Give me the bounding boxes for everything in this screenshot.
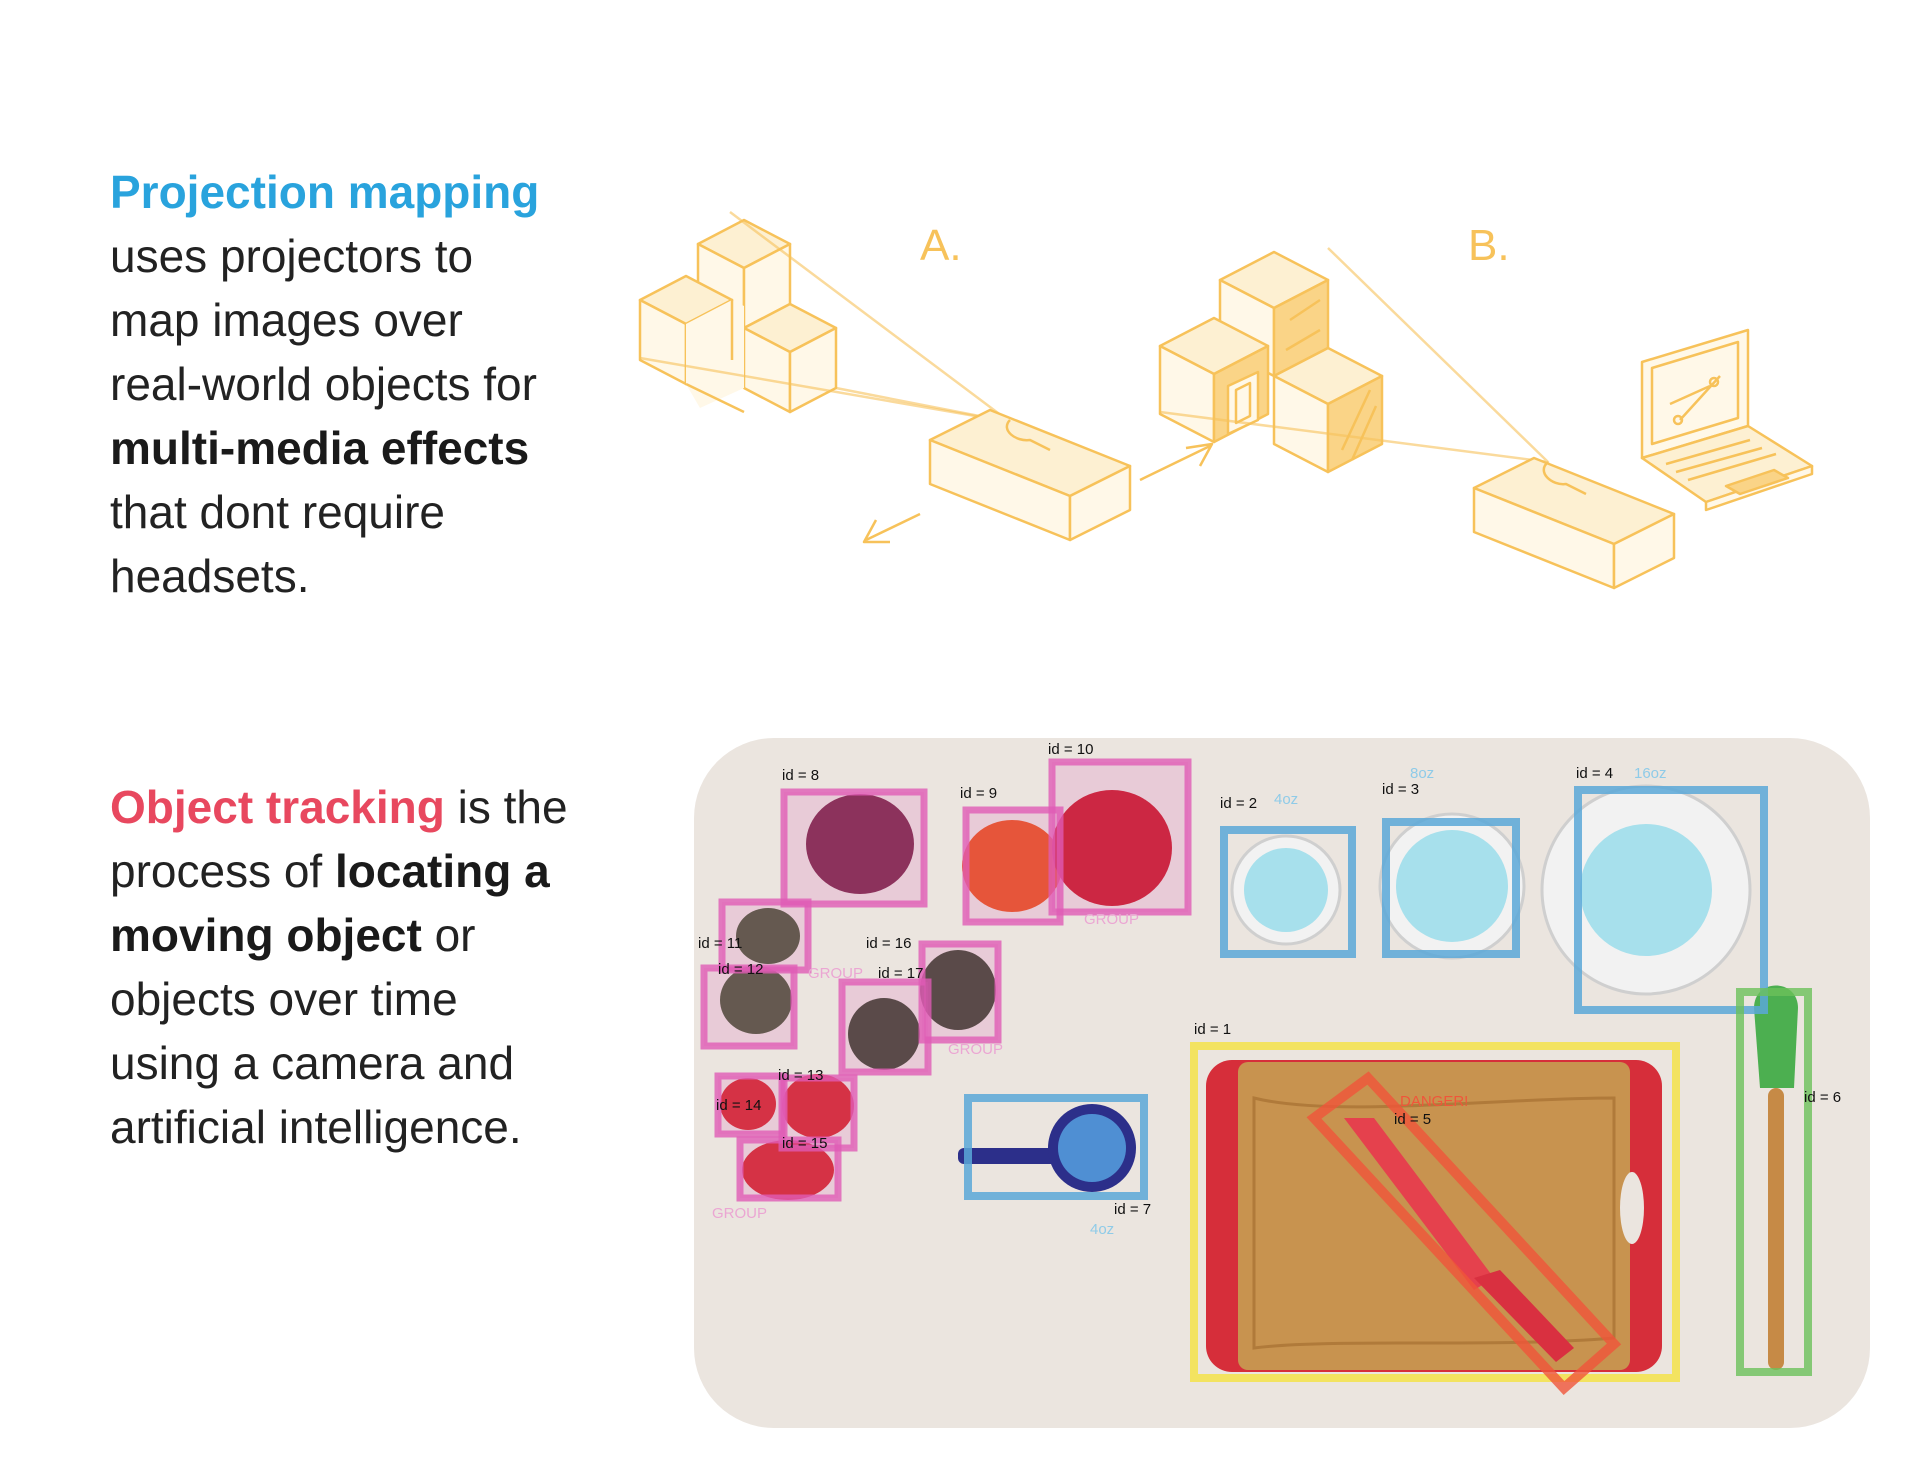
size-label-16oz: 16oz: [1634, 765, 1667, 782]
label-id-7: id = 7: [1114, 1201, 1151, 1218]
tomato-14: [720, 1078, 776, 1130]
label-id-11: id = 11: [698, 935, 742, 952]
size-label-4oz: 4oz: [1274, 791, 1298, 808]
projection-diagram: A. B.: [638, 211, 1814, 590]
ot-line-3-post: or: [421, 909, 476, 961]
label-b: B.: [1468, 221, 1510, 270]
group-label-avocados-left: GROUP: [808, 965, 863, 982]
object-tracking-text: Object tracking is the process of locati…: [110, 775, 670, 1159]
avocado-17: [920, 950, 996, 1030]
bowl-large: [1540, 784, 1752, 996]
label-id-16: id = 16: [866, 935, 911, 952]
ot-line-2-bold: locating a: [335, 845, 550, 897]
bbox-16: [838, 978, 932, 1076]
bbox-17: [918, 940, 1002, 1044]
orange-pepper: [962, 820, 1062, 912]
pm-line-4: that dont require: [110, 486, 446, 538]
knife: [1344, 1118, 1574, 1362]
label-id-10: id = 10: [1048, 741, 1093, 758]
tomato-13: [782, 1074, 854, 1138]
bbox-2: [1220, 826, 1356, 958]
label-id-9: id = 9: [960, 785, 997, 802]
cube-stack-b: [1158, 250, 1384, 474]
bbox-10: [1048, 758, 1192, 916]
ot-line-4: objects over time: [110, 973, 458, 1025]
label-id-12: id = 12: [718, 961, 763, 978]
label-id-14: id = 14: [716, 1097, 761, 1114]
label-id-2: id = 2: [1220, 795, 1257, 812]
label-id-3: id = 3: [1382, 781, 1419, 798]
danger-label: DANGER!: [1400, 1093, 1468, 1110]
ot-after-heading: is the: [444, 781, 568, 833]
cube-stack-a: [638, 218, 838, 414]
ot-line-5: using a camera and: [110, 1037, 515, 1089]
red-pepper: [1052, 790, 1172, 906]
bbox-15: [736, 1136, 842, 1202]
avocado-16: [848, 998, 920, 1070]
tomato-15: [742, 1140, 834, 1200]
bbox-11: [718, 898, 812, 974]
pm-emphasis: multi-media effects: [110, 422, 530, 474]
bbox-4: [1574, 786, 1768, 1014]
label-a: A.: [920, 221, 962, 270]
size-label-8oz: 8oz: [1410, 765, 1434, 782]
label-id-5: id = 5: [1394, 1111, 1431, 1128]
bbox-8: [780, 788, 928, 908]
bbox-14: [714, 1072, 788, 1138]
label-id-4: id = 4: [1576, 765, 1613, 782]
label-id-17: id = 17: [878, 965, 923, 982]
bbox-1: [1190, 1042, 1680, 1382]
label-id-8: id = 8: [782, 767, 819, 784]
label-id-1: id = 1: [1194, 1021, 1231, 1038]
spatula: [1754, 985, 1798, 1370]
avocado-11: [736, 908, 800, 964]
ot-line-6: artificial intelligence.: [110, 1101, 522, 1153]
bbox-3: [1382, 818, 1520, 958]
bbox-12: [700, 964, 798, 1050]
projector-b: [1472, 456, 1676, 590]
bbox-9: [962, 806, 1064, 926]
move-arrows-a: [862, 442, 1214, 544]
pm-line-2: map images over: [110, 294, 463, 346]
label-id-6: id = 6: [1804, 1089, 1841, 1106]
label-id-15: id = 15: [782, 1135, 827, 1152]
bbox-7: [964, 1094, 1148, 1200]
group-label-avocados-right: GROUP: [948, 1041, 1003, 1058]
laptop-icon: [1640, 328, 1814, 512]
size-label-cup-4oz: 4oz: [1090, 1221, 1114, 1238]
label-id-13: id = 13: [778, 1067, 823, 1084]
ot-line-2-pre: process of: [110, 845, 335, 897]
ot-line-3-bold: moving object: [110, 909, 422, 961]
avocado-12: [720, 966, 792, 1034]
bowl-medium: [1378, 812, 1526, 960]
pm-line-1: uses projectors to: [110, 230, 474, 282]
group-label-tomatoes: GROUP: [712, 1205, 767, 1222]
onion: [806, 794, 914, 894]
bbox-6: [1736, 988, 1812, 1376]
projection-mapping-text: Projection mapping uses projectors to ma…: [110, 160, 670, 608]
pm-line-5: headsets.: [110, 550, 310, 602]
measuring-cup: [958, 1104, 1136, 1192]
bbox-5-danger: [1306, 1071, 1622, 1395]
object-tracking-photo: id = 8 id = 9 id = 10 id = 11 id = 12 id…: [694, 738, 1870, 1428]
object-tracking-heading: Object tracking: [110, 781, 445, 833]
projection-mapping-heading: Projection mapping: [110, 166, 540, 218]
pm-line-3: real-world objects for: [110, 358, 537, 410]
projector-a: [928, 408, 1132, 542]
group-label-peppers: GROUP: [1084, 911, 1139, 928]
bowl-small: [1230, 834, 1342, 946]
